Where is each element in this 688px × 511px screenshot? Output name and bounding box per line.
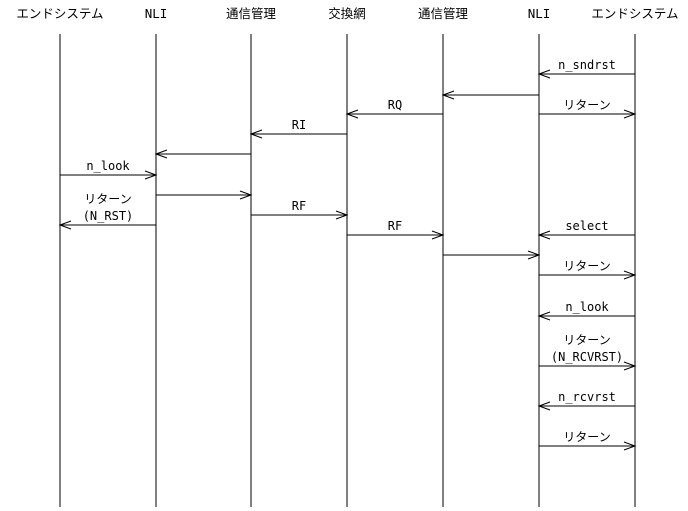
message-11: select xyxy=(537,219,635,240)
arrowhead-icon xyxy=(537,401,551,411)
message-13: リターン xyxy=(539,259,637,280)
arrowhead-icon xyxy=(623,109,637,119)
message-9: RF xyxy=(251,199,349,220)
arrowhead-icon xyxy=(335,210,349,220)
message-label: (N_RST) xyxy=(83,209,134,223)
arrowhead-icon xyxy=(431,230,445,240)
message-label: リターン xyxy=(563,259,610,273)
participant-label-nli_right: NLI xyxy=(528,6,551,21)
message-label: RQ xyxy=(388,98,402,112)
arrowhead-icon xyxy=(249,129,263,139)
participant-label-nli_left: NLI xyxy=(145,6,168,21)
message-12 xyxy=(443,250,541,260)
message-17: リターン xyxy=(539,430,637,451)
message-label: select xyxy=(565,219,608,233)
arrowhead-icon xyxy=(58,220,72,230)
arrowhead-icon xyxy=(441,90,455,100)
participant-headers: エンドシステム NLI 通信管理 交換網 通信管理 NLI エンドシステム xyxy=(16,6,678,21)
arrowhead-icon xyxy=(527,250,541,260)
arrowhead-icon xyxy=(239,190,253,200)
message-label: リターン xyxy=(563,430,610,444)
message-14: n_look xyxy=(537,300,635,321)
message-label: リターン xyxy=(563,333,610,347)
arrowhead-icon xyxy=(623,441,637,451)
arrowhead-icon xyxy=(537,69,551,79)
message-7 xyxy=(156,190,253,200)
arrowhead-icon xyxy=(537,230,551,240)
participant-label-mgmt_right: 通信管理 xyxy=(418,6,469,21)
participant-label-es_left: エンドシステム xyxy=(16,6,103,21)
arrowhead-icon xyxy=(144,170,158,180)
message-label: (N_RCVRST) xyxy=(551,350,623,364)
message-4: RI xyxy=(249,118,347,139)
message-label: n_look xyxy=(86,159,130,173)
arrowhead-icon xyxy=(623,270,637,280)
message-8: リターン (N_RST) xyxy=(58,192,156,230)
message-3: リターン xyxy=(539,98,637,119)
participant-label-network: 交換網 xyxy=(328,6,366,21)
lifelines xyxy=(59,34,636,507)
arrowhead-icon xyxy=(345,109,359,119)
message-label: n_rcvrst xyxy=(558,390,616,404)
message-6: n_look xyxy=(60,159,158,180)
message-label: n_look xyxy=(565,300,609,314)
arrowhead-icon xyxy=(537,311,551,321)
message-0: n_sndrst xyxy=(537,58,635,79)
message-label: RF xyxy=(388,219,402,233)
message-2: RQ xyxy=(345,98,443,119)
message-16: n_rcvrst xyxy=(537,390,635,411)
message-5 xyxy=(154,149,251,159)
message-label: n_sndrst xyxy=(558,58,616,72)
message-10: RF xyxy=(347,219,445,240)
participant-label-es_right: エンドシステム xyxy=(591,6,678,21)
message-label: リターン xyxy=(84,192,131,206)
arrowhead-icon xyxy=(623,361,637,371)
message-label: RF xyxy=(292,199,306,213)
message-label: RI xyxy=(292,118,306,132)
participant-label-mgmt_left: 通信管理 xyxy=(226,6,277,21)
message-15: リターン (N_RCVRST) xyxy=(539,333,637,371)
arrowhead-icon xyxy=(154,149,168,159)
message-label: リターン xyxy=(563,98,610,112)
message-1 xyxy=(441,90,539,100)
